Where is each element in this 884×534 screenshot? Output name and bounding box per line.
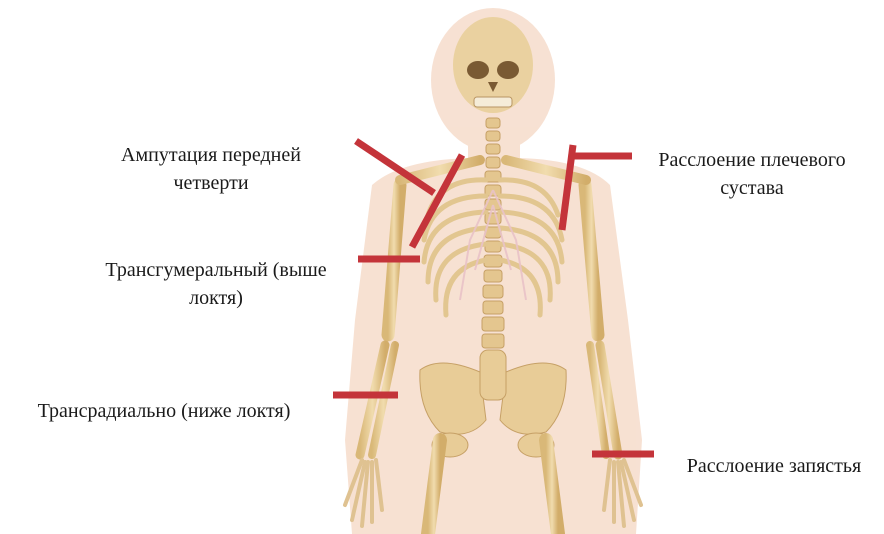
transhumeral-label-line2: локтя)	[66, 284, 366, 312]
shoulder-label-line2: сустава	[632, 174, 872, 202]
skull	[453, 17, 533, 113]
forequarter-label-line1: Ампутация передней	[96, 141, 326, 169]
transradial-label-line1: Трансрадиально (ниже локтя)	[4, 397, 324, 425]
wrist-label-line1: Расслоение запястья	[664, 452, 884, 480]
forequarter-label: Ампутация передней четверти	[96, 141, 326, 197]
transhumeral-label-line1: Трансгумеральный (выше	[66, 256, 366, 284]
shoulder-label-line1: Расслоение плечевого	[632, 146, 872, 174]
wrist-disarticulation-label: Расслоение запястья	[664, 452, 884, 480]
transradial-label: Трансрадиально (ниже локтя)	[4, 397, 324, 425]
transhumeral-label: Трансгумеральный (выше локтя)	[66, 256, 366, 312]
forequarter-label-line2: четверти	[96, 169, 326, 197]
shoulder-disarticulation-label: Расслоение плечевого сустава	[632, 146, 872, 202]
